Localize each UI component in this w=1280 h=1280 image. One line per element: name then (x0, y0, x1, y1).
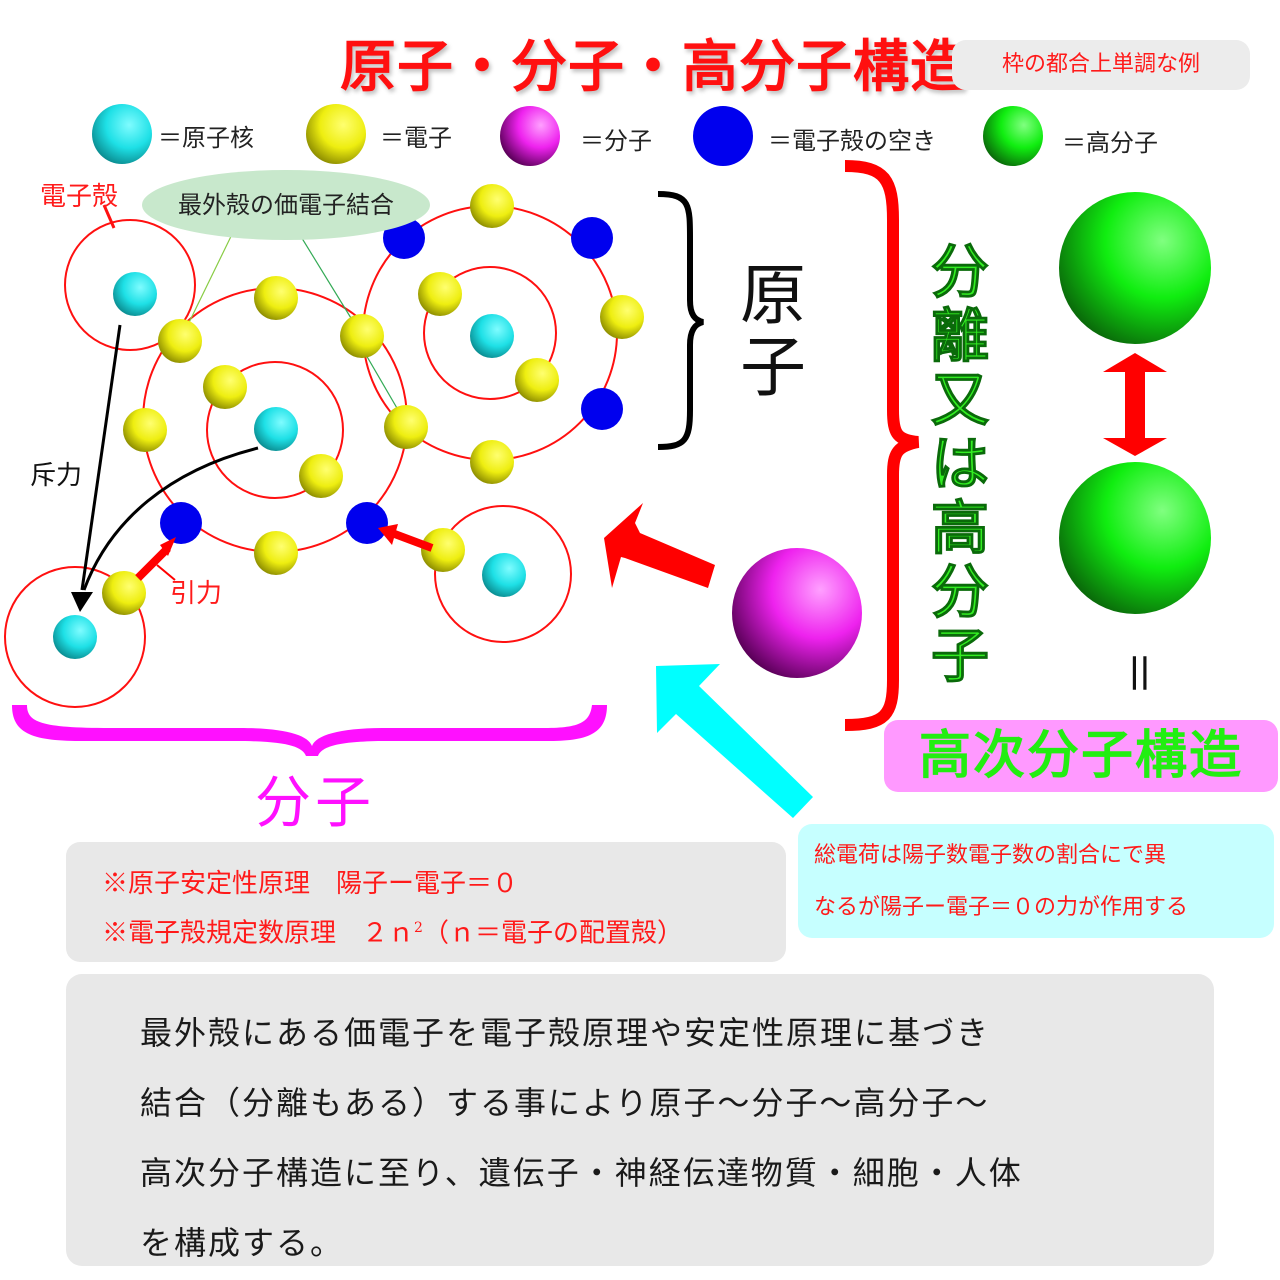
legend-label-polymer: ＝高分子 (1062, 129, 1158, 157)
double-arrow (1103, 353, 1167, 456)
electron-icon (203, 365, 247, 409)
summary-line: 高次分子構造に至り、遺伝子・神経伝達物質・細胞・人体 (140, 1154, 1023, 1192)
vacancy-circle-icon (693, 106, 753, 166)
nucleus-sphere-icon (92, 104, 152, 164)
red-big-arrow (604, 503, 715, 588)
vacancy-icon (571, 217, 613, 259)
polymer-sphere-top (1059, 192, 1211, 344)
summary-line: 最外殻にある価電子を電子殻原理や安定性原理に基づき (140, 1014, 991, 1052)
molecule-sphere-icon (500, 106, 560, 166)
electron-shell-label: 電子殻 (40, 182, 119, 212)
molecule-brace (12, 705, 607, 756)
note-badge: 枠の都合上単調な例 (952, 40, 1250, 90)
electron-shell-ring (434, 505, 572, 643)
molecule-sphere (732, 548, 862, 678)
nucleus-icon (254, 407, 298, 451)
electron-icon (418, 272, 462, 316)
attraction-label: 引力 (170, 579, 223, 609)
electron-sphere-icon (306, 104, 366, 164)
electron-icon (254, 276, 298, 320)
electron-icon (123, 408, 167, 452)
electron-icon (254, 531, 298, 575)
electron-icon (515, 358, 559, 402)
nucleus-icon (470, 314, 514, 358)
nucleus-icon (53, 615, 97, 659)
summary-line: 結合（分離もある）する事により原子～分子～高分子～ (140, 1084, 990, 1122)
principle-shell-capacity: ※電子殻規定数原理 ２ｎ2（ｎ＝電子の配置殻） (102, 918, 683, 949)
higher-order-structure-badge: 高次分子構造 (884, 720, 1278, 792)
legend-label-nucleus: ＝原子核 (158, 124, 254, 152)
molecule-label: 分子 (255, 771, 375, 836)
charge-note-line: 総電荷は陽子数電子数の割合にで異 (814, 843, 1167, 868)
page-title: 原子・分子・高分子構造 (340, 35, 967, 100)
nucleus-icon (113, 272, 157, 316)
legend-label-molecule: ＝分子 (580, 127, 652, 155)
summary-box: 最外殻にある価電子を電子殻原理や安定性原理に基づき 結合（分離もある）する事によ… (66, 974, 1214, 1266)
charge-note-line: なるが陽子ー電子＝０の力が作用する (814, 895, 1189, 920)
nuclei (53, 272, 526, 659)
electron-shell-ring (64, 219, 196, 351)
vacancy-icon (160, 502, 202, 544)
electron-shell-ring (206, 361, 344, 499)
electrons (102, 184, 644, 615)
principles-box: ※原子安定性原理 陽子ー電子＝０ ※電子殻規定数原理 ２ｎ2（ｎ＝電子の配置殻） (66, 842, 786, 962)
nucleus-icon (482, 553, 526, 597)
electron-icon (299, 454, 343, 498)
summary-line: を構成する。 (140, 1224, 345, 1262)
vacancy-icon (581, 388, 623, 430)
molecule-polymer-brace (844, 160, 920, 731)
repulsion-arrows (71, 324, 259, 612)
attraction-arrows (135, 524, 434, 581)
legend-label-electron: ＝電子 (380, 124, 452, 152)
electron-shell-ring (423, 266, 557, 400)
equals-sign-vertical: ＝ (1111, 650, 1165, 696)
valence-bond-text: 最外殻の価電子結合 (178, 191, 394, 219)
electron-icon (421, 528, 465, 572)
legend-label-vacancy: ＝電子殻の空き (768, 127, 936, 155)
atom-brace (657, 191, 704, 450)
shell-label-pointer (102, 204, 116, 229)
cyan-big-arrow (656, 664, 813, 818)
electron-icon (158, 319, 202, 363)
polymer-sphere-icon (983, 106, 1043, 166)
charge-note-box: 総電荷は陽子数電子数の割合にで異 なるが陽子ー電子＝０の力が作用する (798, 824, 1274, 938)
legend-icons (92, 104, 1043, 166)
electron-icon (470, 440, 514, 484)
electron-icon (102, 571, 146, 615)
vacancy-icon (346, 502, 388, 544)
principle-stability: ※原子安定性原理 陽子ー電子＝０ (102, 869, 519, 899)
electron-icon (340, 314, 384, 358)
electron-icon (600, 295, 644, 339)
polymer-sphere-bottom (1059, 462, 1211, 614)
electron-shell-ring (4, 566, 146, 708)
valence-bond-callout: 最外殻の価電子結合 (142, 170, 430, 240)
electron-icon (384, 405, 428, 449)
electron-icon (470, 184, 514, 228)
repulsion-label: 斥力 (30, 461, 83, 491)
atom-label: 原 子 (740, 257, 806, 406)
separation-or-polymer-label: 分 離 又 は 高 分 子 (930, 238, 989, 690)
